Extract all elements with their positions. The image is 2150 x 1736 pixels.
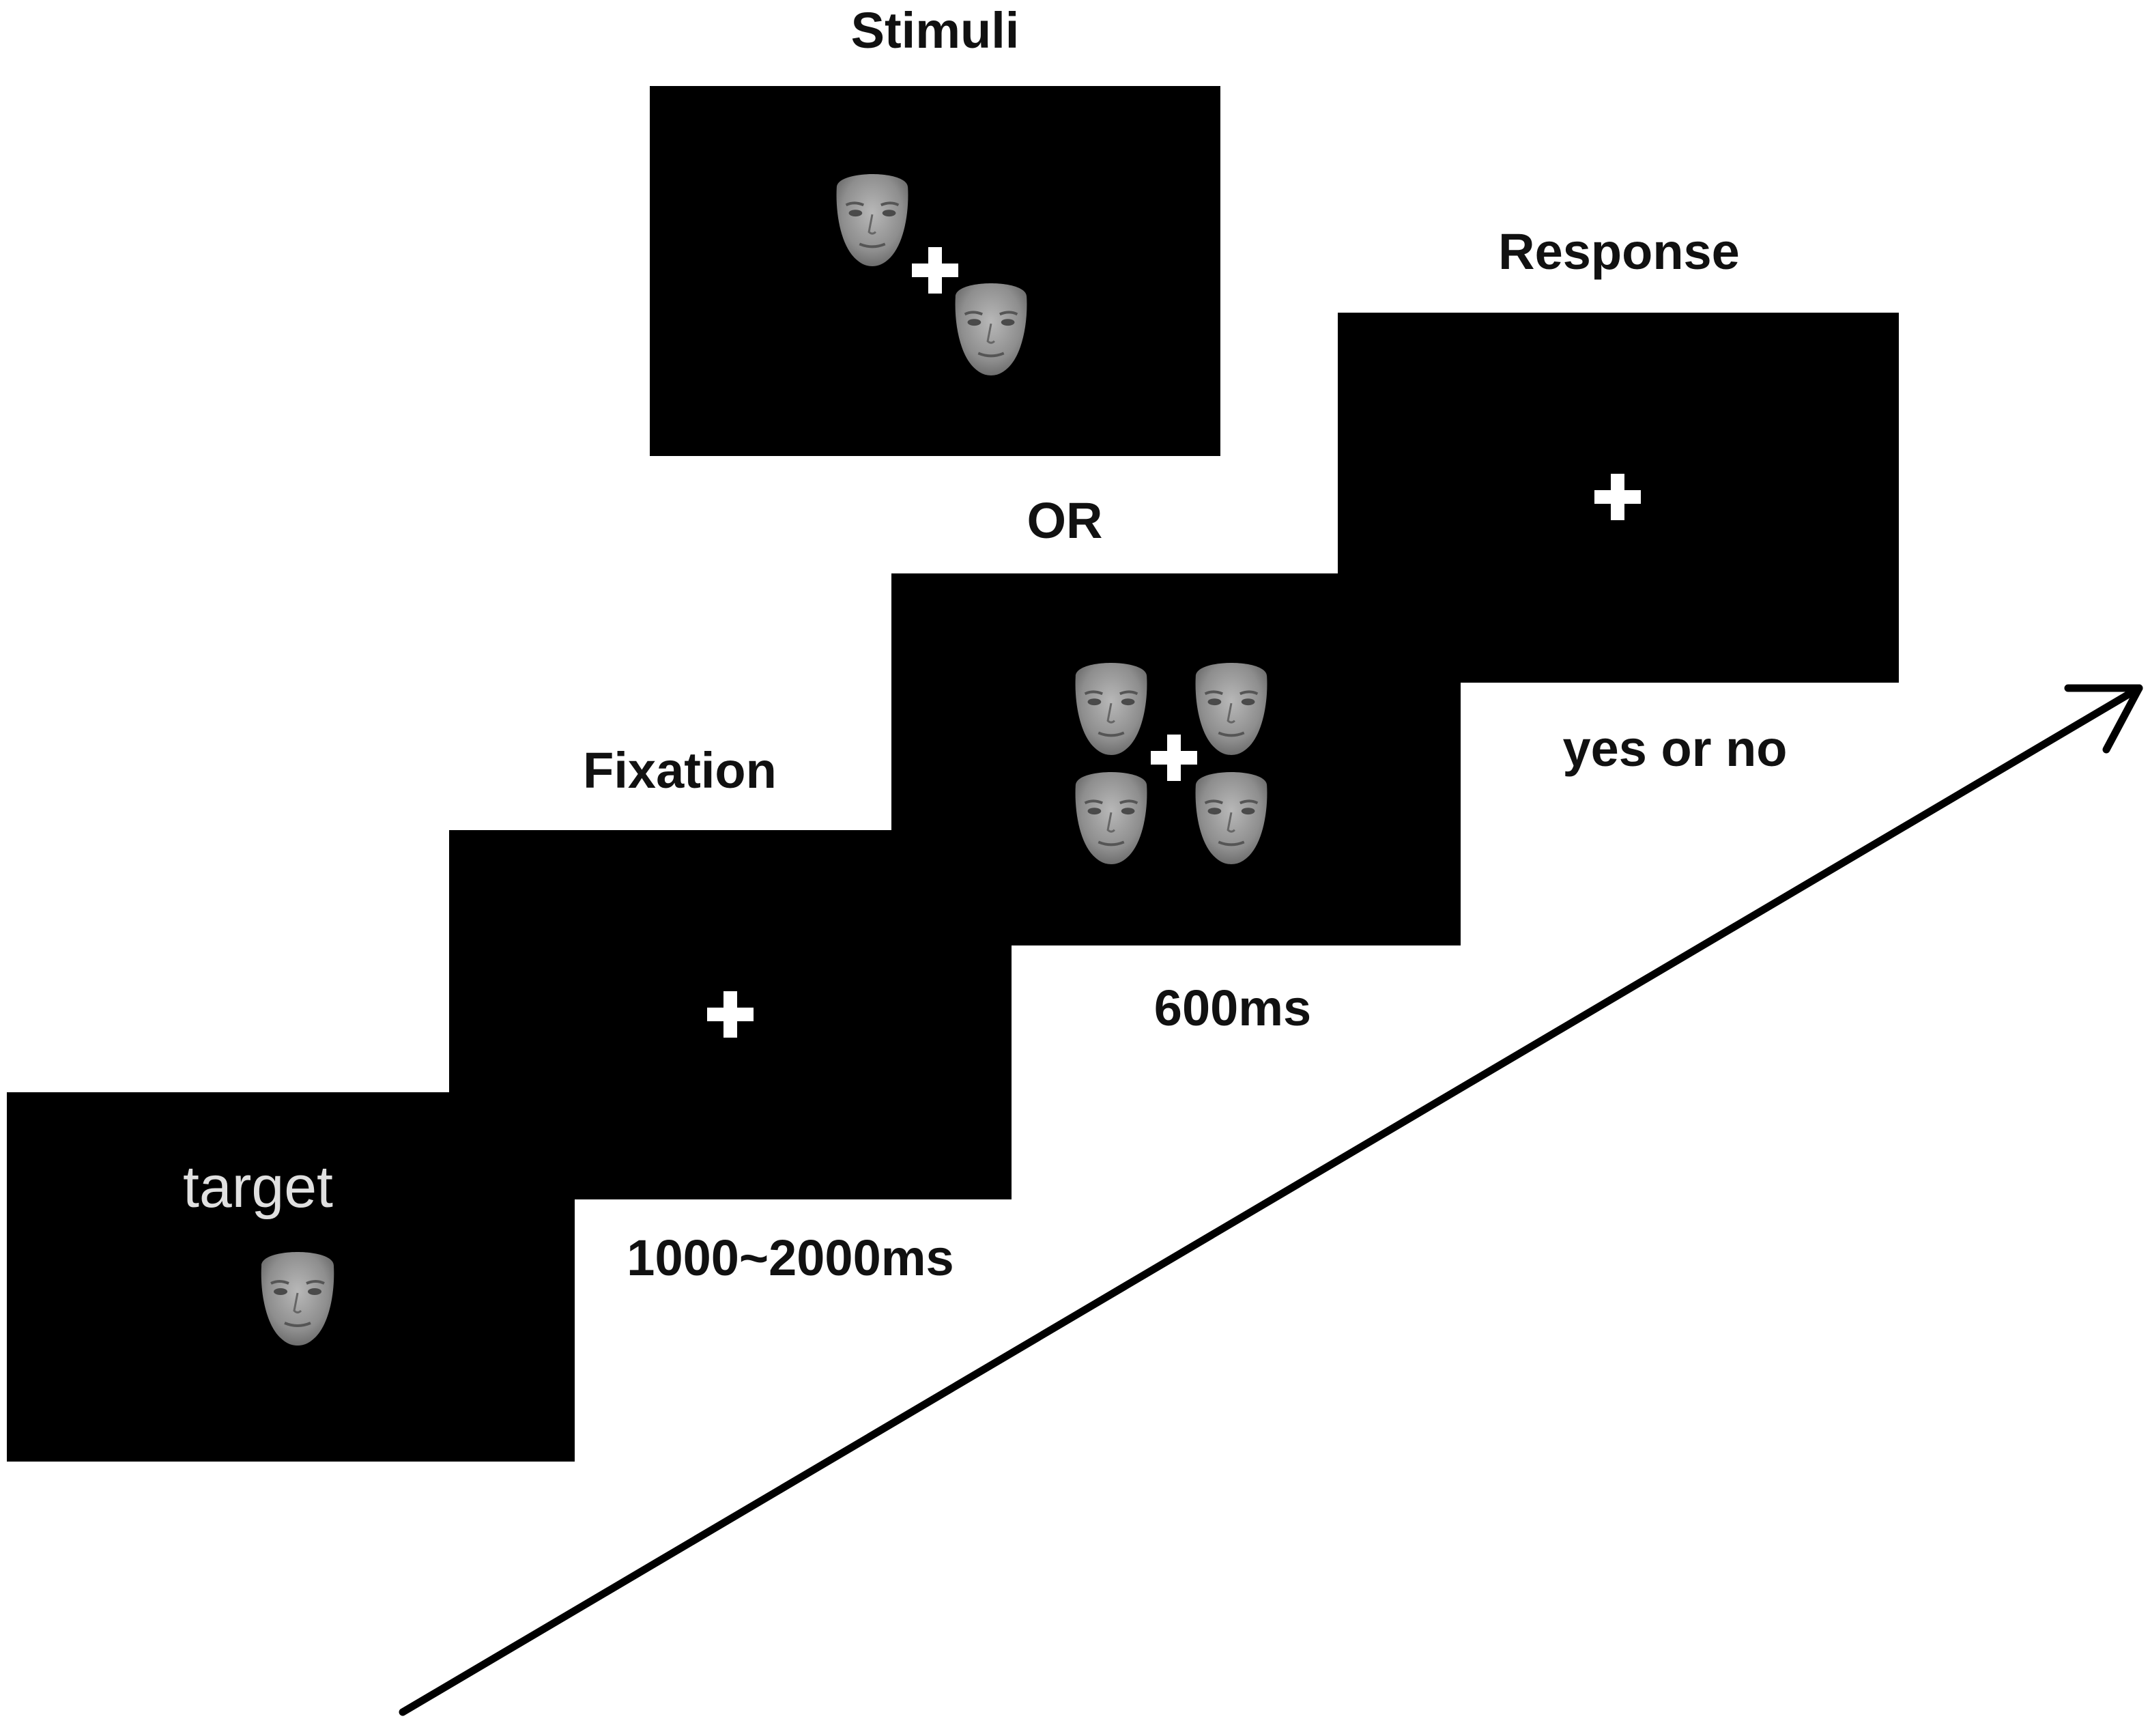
target-text: target xyxy=(183,1154,333,1220)
response-screen xyxy=(1338,313,1899,683)
stimulus-face-bottom-right xyxy=(1188,770,1275,866)
target-face xyxy=(253,1251,342,1346)
stimuli-two-face-screen xyxy=(650,86,1220,456)
fixation-duration-label: 1000~2000ms xyxy=(627,1229,954,1286)
stimulus-face-lower-right xyxy=(947,281,1035,377)
response-fixation-cross xyxy=(1594,474,1641,520)
response-instruction-label: yes or no xyxy=(1562,720,1788,777)
stimuli-duration-label: 600ms xyxy=(1153,980,1312,1036)
fixation-cross xyxy=(707,991,754,1038)
or-label: OR xyxy=(1027,492,1103,549)
stimulus-face-top-right xyxy=(1188,661,1275,756)
stimulus-face-upper-left xyxy=(829,172,916,268)
fixation-label: Fixation xyxy=(583,742,777,799)
stimulus-face-top-left xyxy=(1067,661,1155,756)
stimulus-face-bottom-left xyxy=(1067,770,1155,866)
stimuli-label: Stimuli xyxy=(850,2,1020,59)
time-arrow-head xyxy=(2064,684,2143,754)
response-label: Response xyxy=(1498,223,1740,280)
stimulus-fixation-cross xyxy=(912,247,958,294)
